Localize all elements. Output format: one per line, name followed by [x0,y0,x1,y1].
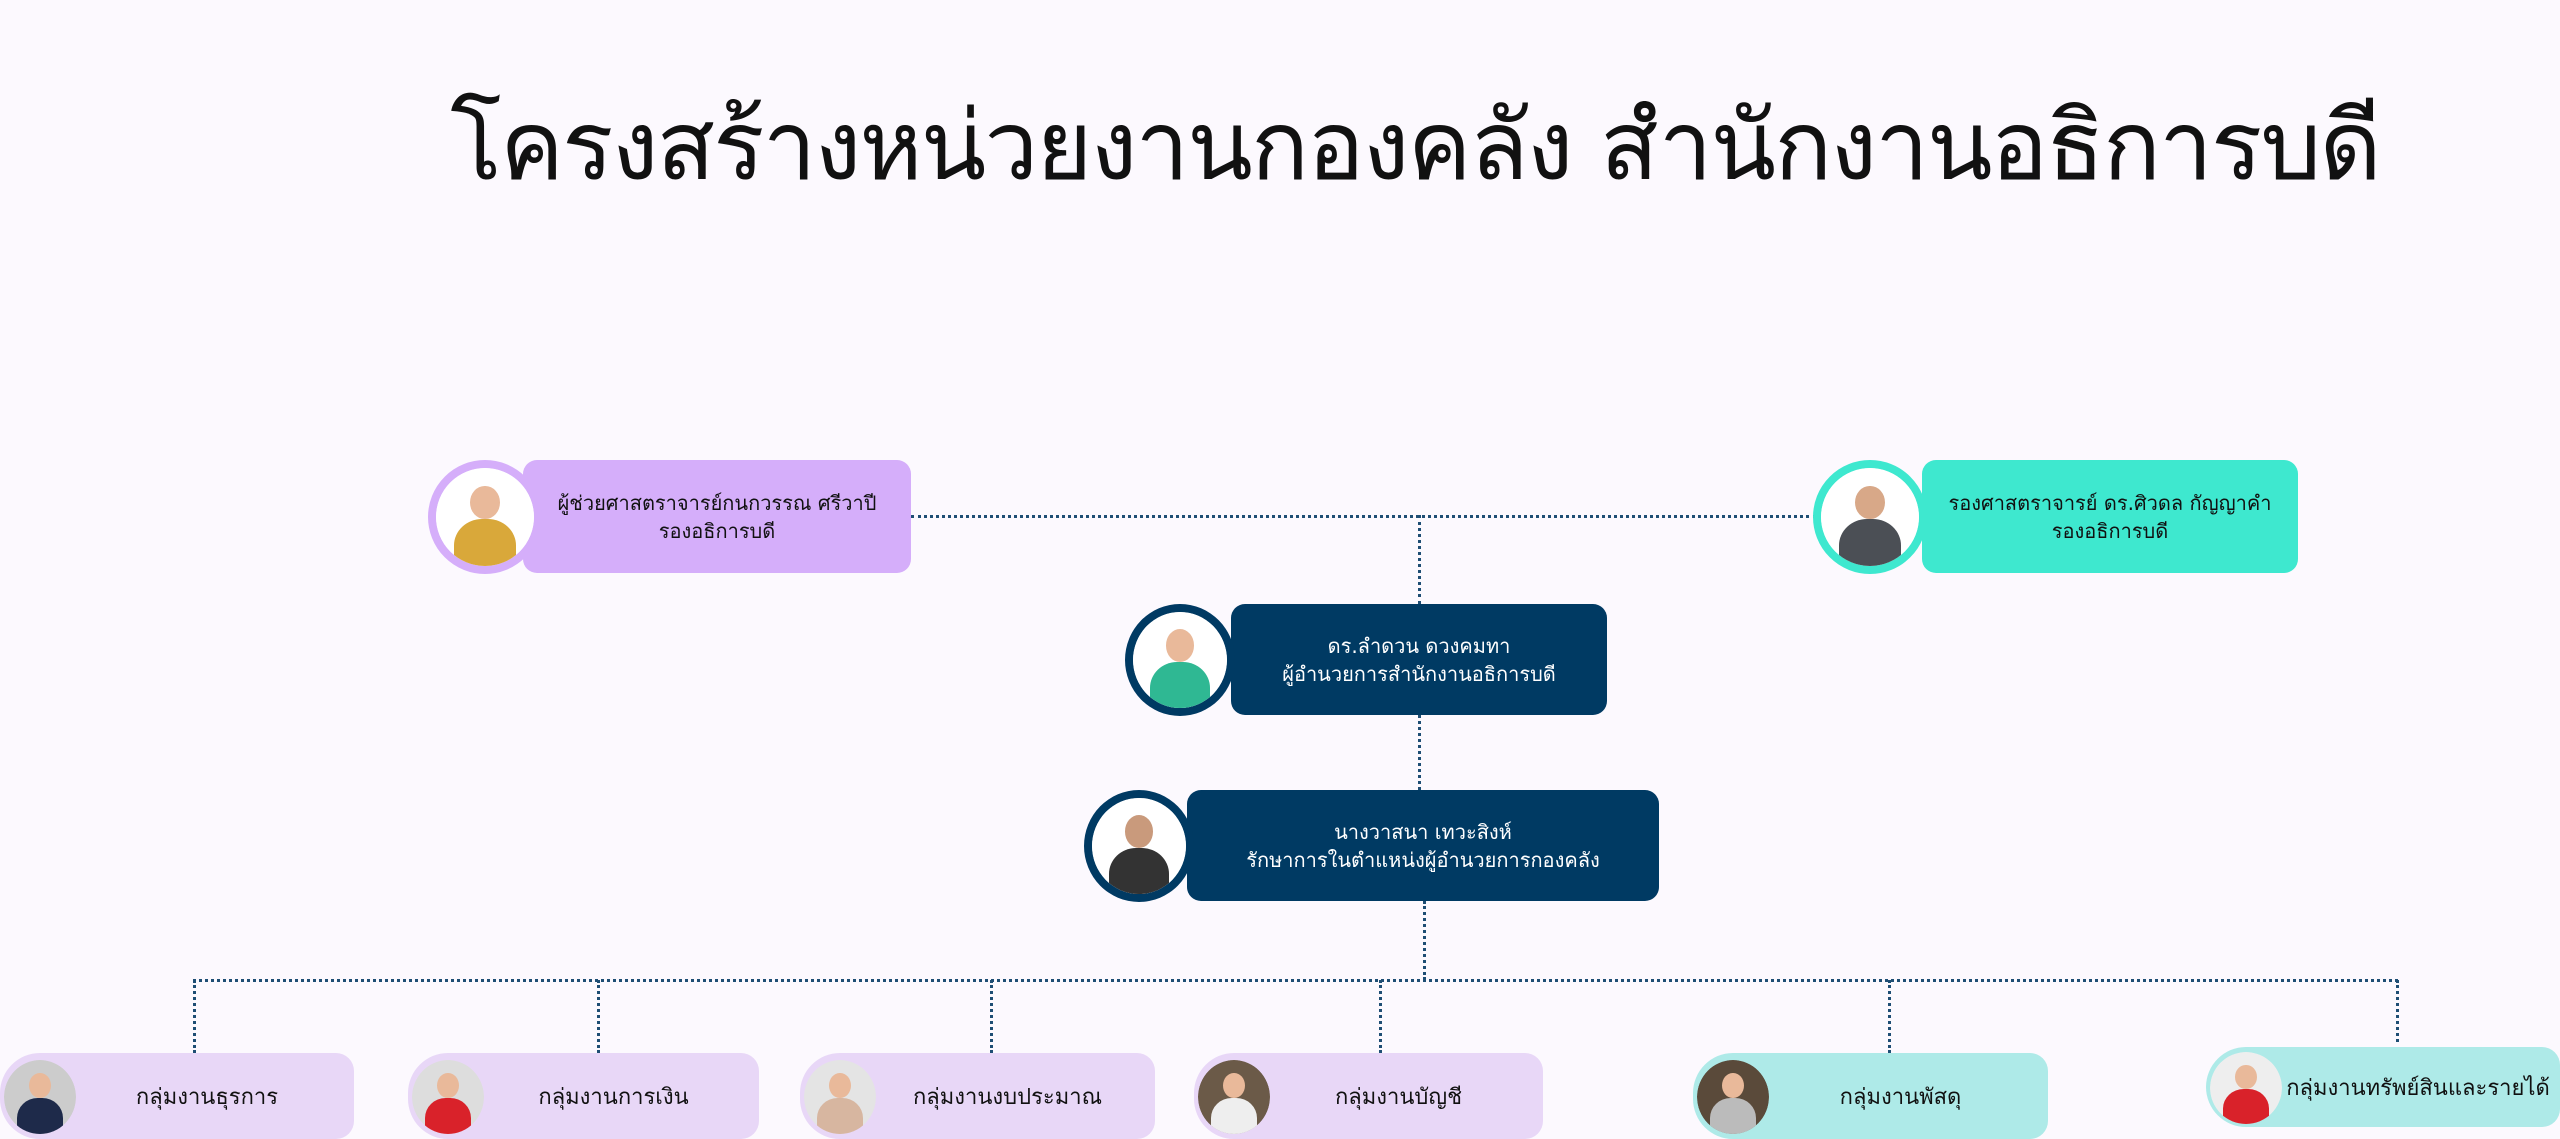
group-assets-revenue-avatar [2210,1052,2282,1124]
vp-right-avatar [1813,460,1927,574]
connector-group-1 [193,980,196,1053]
director-position: ผู้อำนวยการสำนักงานอธิการบดี [1282,661,1556,686]
group-admin-avatar [4,1060,76,1134]
director-avatar [1125,604,1235,716]
group-label: กลุ่มงานธุรการ [135,1084,279,1110]
group-procurement-avatar [1697,1060,1769,1134]
vp-right-name: รองศาสตราจารย์ ดร.ศิวดล กัญญาคำ [1948,490,2272,515]
acting-director-name: นางวาสนา เทวะสิงห์ [1334,819,1512,844]
connector-vp-line [911,515,1816,518]
page-title: โครงสร้างหน่วยงานกองคลัง สำนักงานอธิการบ… [450,90,2382,202]
group-label: กลุ่มงานการเงิน [538,1084,689,1110]
acting-director-card: นางวาสนา เทวะสิงห์ รักษาการในตำแหน่งผู้อ… [1187,790,1659,901]
connector-group-4 [1379,980,1382,1053]
acting-director-avatar [1084,790,1194,902]
group-label: กลุ่มงานงบประมาณ [912,1084,1102,1110]
connector-group-3 [990,980,993,1053]
connector-groups-line [193,979,2398,982]
vp-left-position: รองอธิการบดี [658,518,776,543]
group-budget-avatar [804,1060,876,1134]
vp-left-name: ผู้ช่วยศาสตราจารย์กนกวรรณ ศรีวาปี [557,490,877,515]
group-label: กลุ่มงานพัสดุ [1839,1084,1962,1110]
group-label: กลุ่มงานบัญชี [1334,1084,1463,1110]
vp-right-position: รองอธิการบดี [2051,518,2169,543]
group-finance-avatar [412,1060,484,1134]
connector-group-6 [2396,980,2399,1042]
group-label: กลุ่มงานทรัพย์สินและรายได้ [2286,1075,2550,1101]
connector-director-acting [1418,715,1421,790]
vp-left-card: ผู้ช่วยศาสตราจารย์กนกวรรณ ศรีวาปี รองอธิ… [523,460,911,573]
director-card: ดร.ลำดวน ดวงคมทา ผู้อำนวยการสำนักงานอธิก… [1231,604,1607,715]
vp-left-avatar [428,460,542,574]
connector-group-2 [597,980,600,1053]
director-name: ดร.ลำดวน ดวงคมทา [1327,633,1511,658]
group-accounting-avatar [1198,1060,1270,1134]
connector-vp-director [1418,515,1421,604]
connector-group-5 [1888,980,1891,1053]
connector-acting-groups [1423,901,1426,980]
acting-director-position: รักษาการในตำแหน่งผู้อำนวยการกองคลัง [1246,847,1600,872]
vp-right-card: รองศาสตราจารย์ ดร.ศิวดล กัญญาคำ รองอธิกา… [1922,460,2298,573]
